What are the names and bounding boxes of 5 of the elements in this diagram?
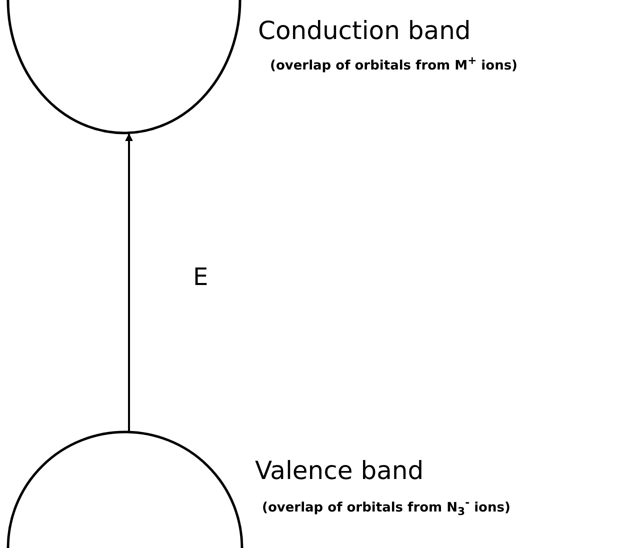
band-description: (overlap of orbitals from M$^{+}$ ions) xyxy=(270,54,518,74)
band-description: (overlap of orbitals from N$_{3}$$^{-}$ ions) xyxy=(262,496,510,518)
band-name: Conduction band xyxy=(258,16,471,45)
arrow xyxy=(125,133,133,432)
band-name: Valence band xyxy=(255,456,424,485)
